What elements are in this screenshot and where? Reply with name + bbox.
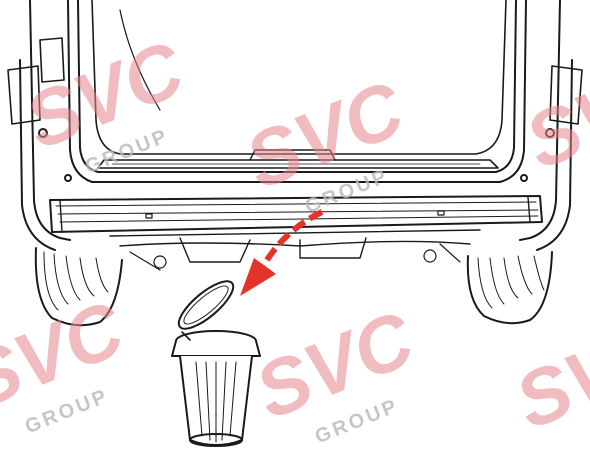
- left-wheel: [34, 247, 123, 327]
- underbody: [109, 229, 481, 271]
- trash-lid: [177, 280, 235, 341]
- rear-bumper: [49, 195, 543, 233]
- van-body: [7, 0, 583, 251]
- removal-arrow-icon: [240, 209, 324, 296]
- right-wheel: [466, 251, 553, 325]
- trash-can-icon: [171, 280, 261, 447]
